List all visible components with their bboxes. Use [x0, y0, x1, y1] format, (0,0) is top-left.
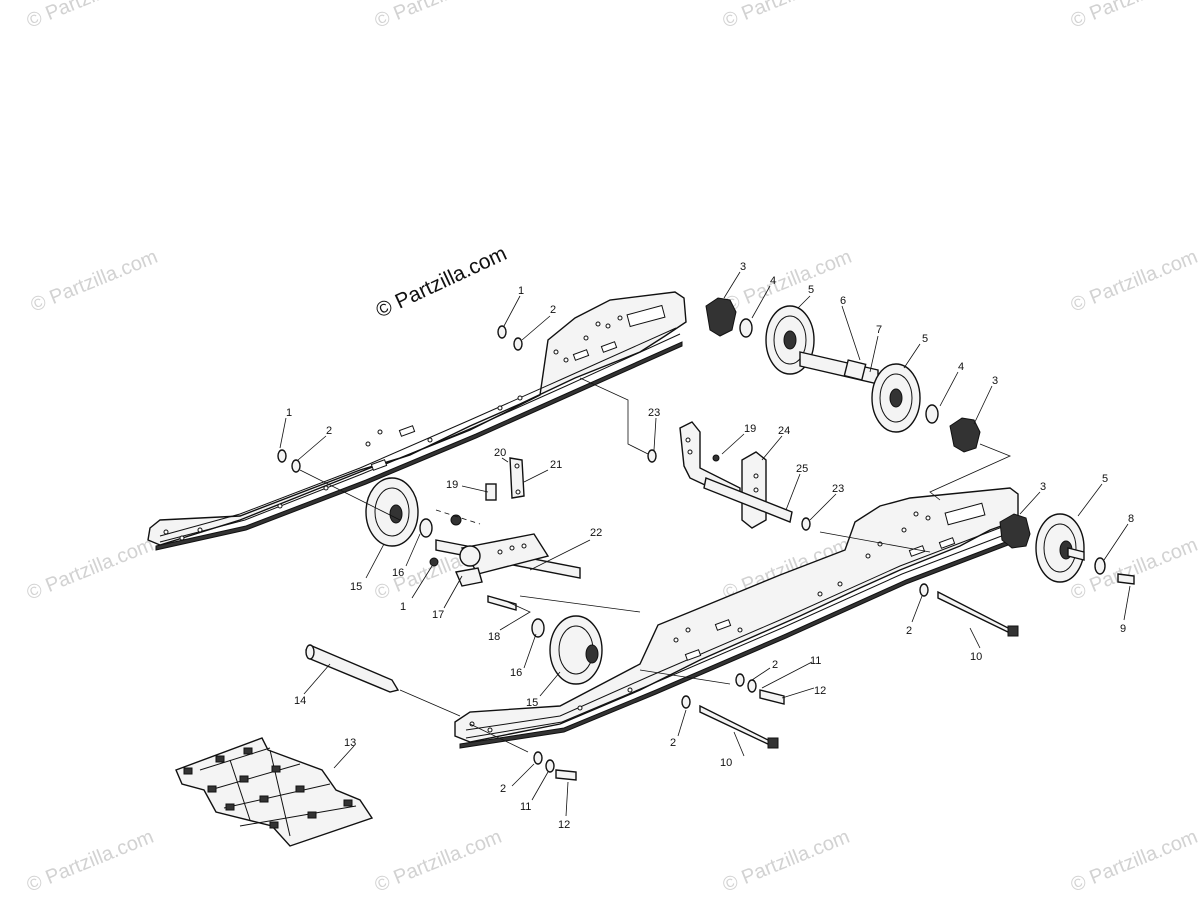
watermark: © Partzilla.com	[1068, 826, 1200, 897]
watermark: © Partzilla.com	[1068, 0, 1200, 33]
bolt	[487, 595, 517, 611]
long-bolt	[699, 704, 773, 748]
callout-label: 1	[286, 407, 292, 419]
washer	[1094, 557, 1106, 575]
center-arm-assembly	[647, 421, 811, 531]
bearing-cap	[949, 417, 981, 453]
callout-label: 4	[770, 275, 776, 287]
callout-label: 11	[520, 801, 531, 813]
callout-label: 25	[796, 463, 808, 475]
watermark: © Partzilla.com	[24, 0, 157, 33]
washer	[419, 518, 433, 538]
axle	[799, 351, 879, 385]
callout-label: 3	[740, 261, 746, 273]
bearing-cap	[999, 513, 1031, 549]
callout-label: 19	[744, 423, 756, 435]
spacer	[843, 359, 867, 381]
watermark: © Partzilla.com	[720, 0, 853, 33]
callout-label: 23	[832, 483, 844, 495]
callout-label: 3	[992, 375, 998, 387]
callout-label: 17	[432, 609, 444, 621]
callout-label: 14	[294, 695, 306, 707]
cross-shaft	[703, 477, 793, 523]
watermark: © Partzilla.com	[1068, 246, 1200, 317]
callout-label: 16	[510, 667, 522, 679]
wheel	[549, 615, 603, 685]
callout-label: 15	[526, 697, 538, 709]
washer	[531, 618, 545, 638]
callout-label: 4	[958, 361, 964, 373]
screw	[759, 689, 785, 705]
grate-studs	[183, 747, 353, 829]
callout-label: 6	[840, 295, 846, 307]
watermark: © Partzilla.com	[28, 246, 161, 317]
upper-axle-assembly	[705, 297, 981, 453]
watermark: © Partzilla.com	[720, 826, 853, 897]
callout-label: 5	[1102, 473, 1108, 485]
right-rail	[454, 487, 1019, 749]
bolt	[1117, 573, 1135, 585]
callout-label: 2	[772, 659, 778, 671]
callout-label: 10	[720, 757, 732, 769]
washer	[647, 449, 657, 463]
callout-label: 9	[1120, 623, 1126, 635]
rail-holes	[469, 511, 931, 733]
callout-label: 7	[876, 324, 882, 336]
rail-holes	[163, 315, 623, 541]
bearing-cap	[705, 297, 737, 337]
watermark: © Partzilla.com	[24, 826, 157, 897]
callout-label: 2	[500, 783, 506, 795]
hardware	[277, 325, 1019, 781]
idler-set	[365, 457, 603, 685]
wear-grate	[175, 737, 374, 847]
callout-label: 10	[970, 651, 982, 663]
watermark: © Partzilla.com	[1068, 534, 1200, 605]
callout-label: 23	[648, 407, 660, 419]
nut	[429, 557, 439, 567]
pin	[712, 454, 720, 462]
callout-label: 5	[808, 284, 814, 296]
alignment-lines	[299, 377, 1012, 753]
callout-label: 15	[350, 581, 362, 593]
callout-label: 24	[778, 425, 790, 437]
washer	[925, 404, 939, 424]
callout-label: 11	[810, 655, 821, 667]
brand-label: © Partzilla.com	[372, 242, 510, 323]
callout-label: 21	[550, 459, 562, 471]
tube	[305, 645, 400, 693]
long-bolt	[937, 590, 1013, 636]
callout-label: 8	[1128, 513, 1134, 525]
plate	[455, 567, 483, 587]
callout-label: 12	[558, 819, 570, 831]
screw	[555, 769, 577, 781]
callout-label: 13	[344, 737, 356, 749]
watermark: © Partzilla.com	[24, 534, 157, 605]
callout-leaders	[279, 271, 1131, 817]
callout-label: 19	[446, 479, 458, 491]
link	[509, 457, 525, 499]
callout-label: 1	[518, 285, 524, 297]
callout-label: 5	[922, 333, 928, 345]
rear-wheel-assembly	[999, 513, 1135, 585]
washer	[801, 517, 811, 531]
callout-label: 2	[670, 737, 676, 749]
pin	[485, 483, 497, 501]
nut	[450, 514, 462, 526]
callout-label: 16	[392, 567, 404, 579]
callout-label: 1	[400, 601, 406, 613]
callout-label: 2	[550, 304, 556, 316]
left-rail	[147, 291, 687, 551]
callout-label: 3	[1040, 481, 1046, 493]
callout-label: 18	[488, 631, 500, 643]
callout-label: 2	[326, 425, 332, 437]
callout-label: 2	[906, 625, 912, 637]
washer	[739, 318, 753, 338]
callout-label: 12	[814, 685, 826, 697]
callout-label: 20	[494, 447, 506, 459]
callout-label: 22	[590, 527, 602, 539]
callouts: 1 2 1 2 3 4 5 6 7 5 4 3 3 5 8 9 23 19 24…	[286, 261, 1134, 831]
watermark: © Partzilla.com	[372, 826, 505, 897]
watermark: © Partzilla.com	[372, 0, 505, 33]
